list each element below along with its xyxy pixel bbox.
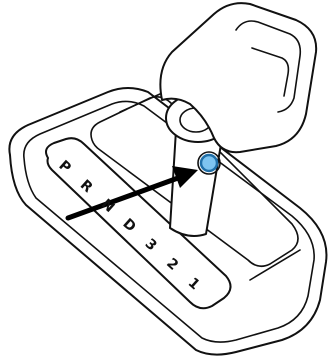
shift-lock-release-button [201, 155, 217, 171]
